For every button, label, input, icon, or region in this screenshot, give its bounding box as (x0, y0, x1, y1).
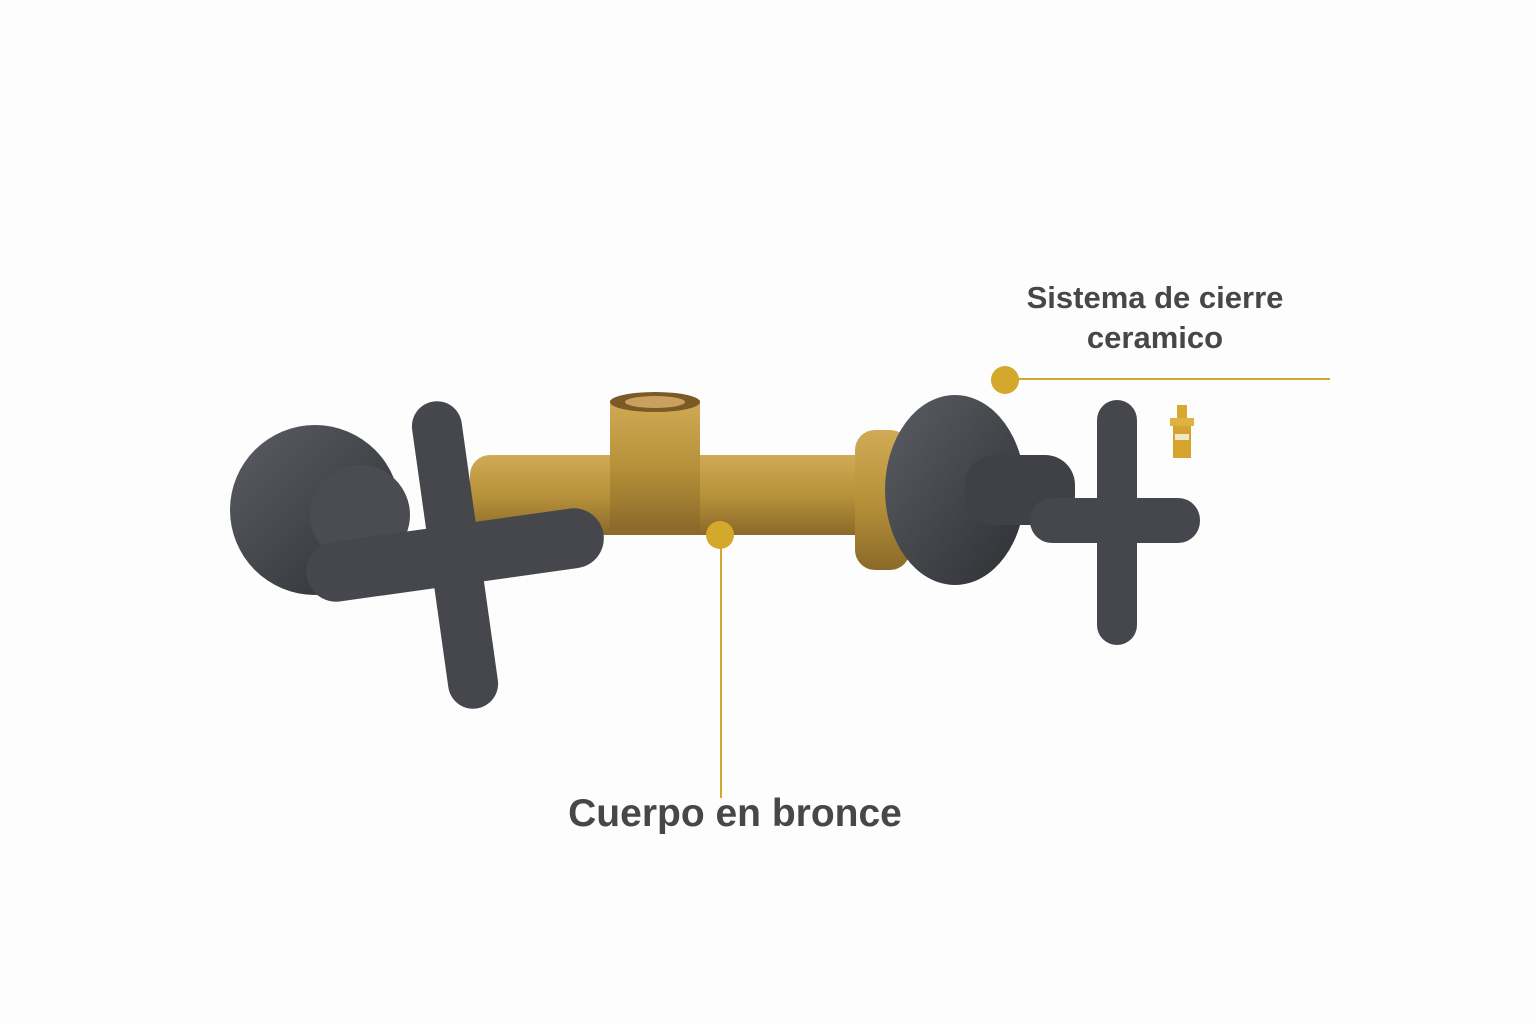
ceramic-callout-label: Sistema de cierre ceramico (1000, 278, 1310, 358)
ceramic-label-line2: ceramico (1086, 320, 1224, 355)
ceramic-cartridge-icon (1170, 405, 1194, 458)
left-valve (230, 401, 604, 709)
left-cross-handle (306, 401, 604, 709)
ceramic-label-line1: Sistema de cierre (1026, 280, 1284, 315)
right-valve (885, 395, 1200, 645)
right-cross-handle (1030, 400, 1200, 645)
body-callout-label: Cuerpo en bronce (568, 792, 902, 835)
